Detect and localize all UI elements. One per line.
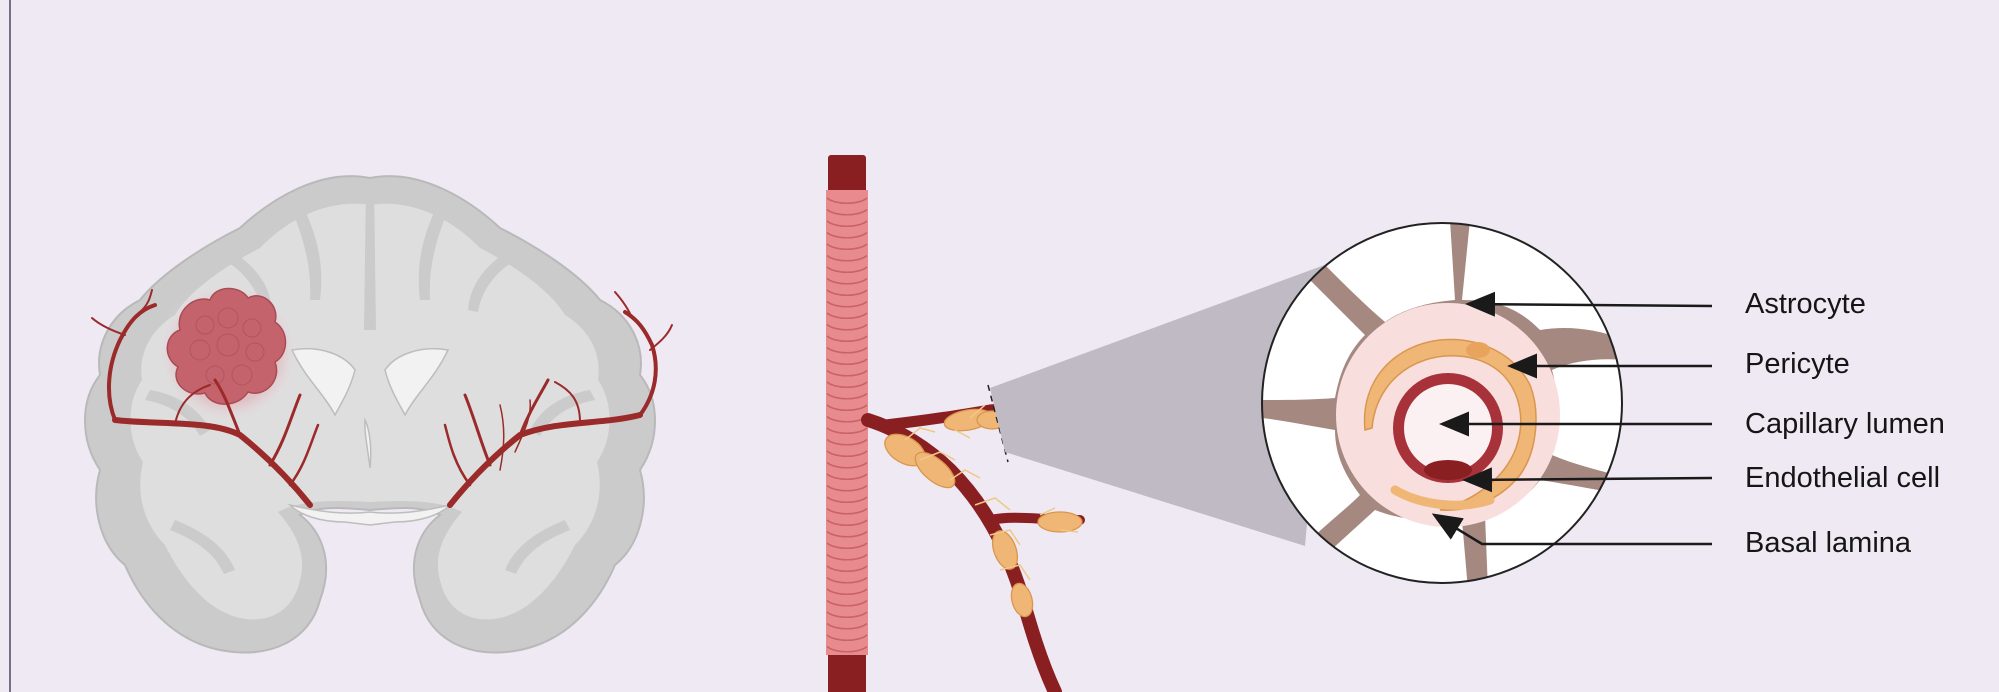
artery-segment-icon — [826, 155, 868, 692]
label-capillary-lumen: Capillary lumen — [1745, 410, 1945, 439]
capillary-cross-section-icon — [1262, 220, 1625, 590]
label-basal-lamina: Basal lamina — [1745, 529, 1911, 558]
label-astrocyte: Astrocyte — [1745, 290, 1866, 319]
brain-coronal-section-icon — [85, 176, 672, 652]
label-pericyte: Pericyte — [1745, 350, 1850, 379]
label-endothelial-cell: Endothelial cell — [1745, 464, 1940, 493]
